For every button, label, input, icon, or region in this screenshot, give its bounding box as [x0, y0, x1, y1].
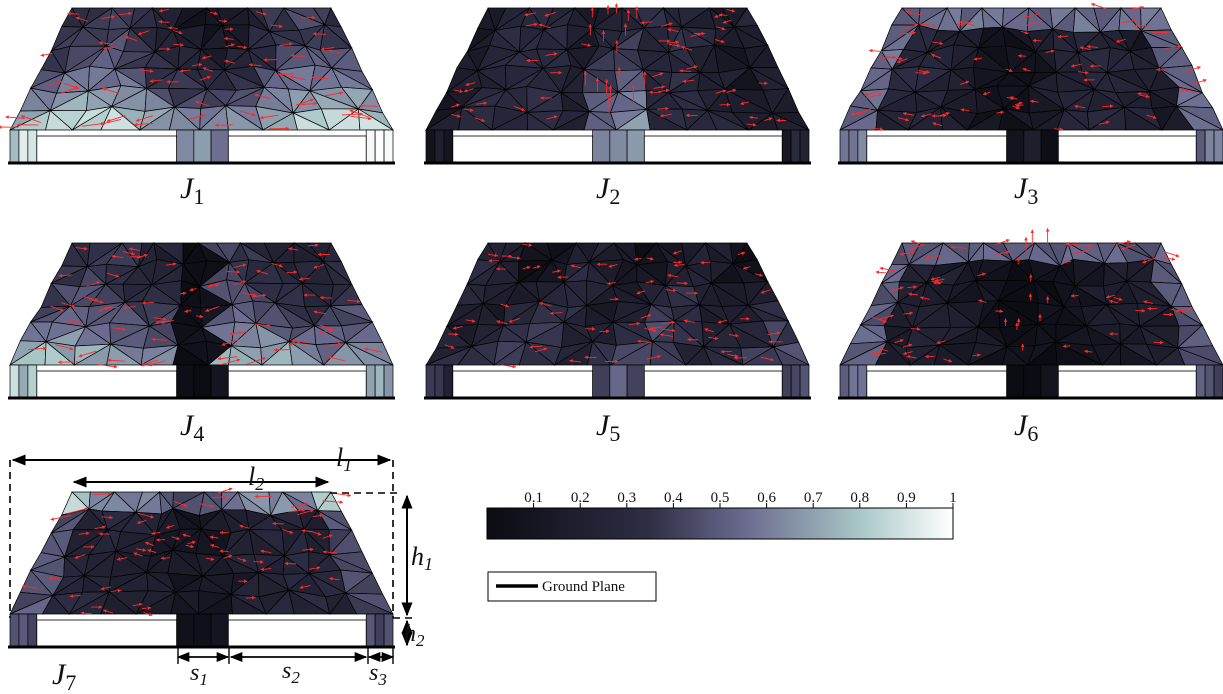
svg-text:J1: J1 [180, 172, 204, 209]
panel-J5 [424, 241, 811, 400]
panel-J7 [8, 487, 395, 649]
colorbar-tick-label: 0.7 [804, 490, 823, 506]
current-arrows-J6 [871, 227, 1191, 363]
mesh-J1 [9, 6, 395, 131]
base-J2 [424, 129, 811, 165]
panel-J6 [838, 227, 1223, 400]
svg-text:h1: h1 [411, 542, 433, 574]
mesh-J3 [839, 6, 1223, 131]
colorbar-tick-label: 0.2 [571, 490, 590, 506]
base-J4 [8, 364, 395, 400]
current-arrows-J1 [0, 8, 378, 131]
panel-J4 [8, 242, 395, 400]
svg-text:l1: l1 [336, 443, 352, 475]
mesh-J2 [424, 6, 810, 131]
svg-text:J7: J7 [52, 658, 76, 694]
dim-l2-label: l2 [248, 462, 264, 494]
colorbar-tick-label: 0.8 [850, 490, 869, 506]
svg-text:h2: h2 [404, 621, 425, 650]
colorbar-tick-label: 1 [949, 490, 957, 506]
current-arrows-J7 [21, 487, 352, 617]
colorbar-tick-label: 0.5 [711, 490, 730, 506]
panel-label-J5: J5 [596, 409, 620, 446]
panel-label-J6: J6 [1014, 409, 1038, 446]
colorbar-tick-label: 0.1 [524, 490, 543, 506]
panel-J3 [838, 3, 1223, 165]
current-arrows-J4 [28, 243, 383, 369]
svg-text:J6: J6 [1014, 409, 1038, 446]
colorbar-tick-label: 0.9 [897, 490, 916, 506]
panel-label-J2: J2 [596, 172, 620, 209]
colorbar-tick-label: 0.3 [617, 490, 636, 506]
dimension-annotations [9, 454, 414, 664]
dim-s3-label: s3 [369, 660, 387, 689]
mesh-J5 [425, 241, 810, 366]
colorbar-tick-label: 0.4 [664, 490, 683, 506]
panel-J2 [424, 3, 811, 165]
legend-box: Ground Plane [487, 571, 657, 602]
base-J1 [8, 129, 395, 165]
svg-text:s3: s3 [369, 660, 387, 689]
colorbar-gradient [486, 507, 954, 540]
svg-text:s2: s2 [282, 658, 300, 687]
panel-J1 [0, 6, 395, 165]
panel-label-J3: J3 [1014, 172, 1038, 209]
base-J6 [838, 364, 1223, 400]
colorbar-tick-label: 0.6 [757, 490, 776, 506]
dim-h1-label: h1 [411, 542, 433, 574]
svg-text:l2: l2 [248, 462, 264, 494]
mesh-J6 [839, 241, 1223, 367]
dim-l1-label: l1 [336, 443, 352, 475]
current-arrows-J2 [450, 3, 787, 127]
svg-text:J5: J5 [596, 409, 620, 446]
colorbar-ticks: 0.1 0.2 0.3 0.4 0.5 0.6 0.7 0.8 0.9 1 [524, 490, 957, 508]
current-arrows-J5 [444, 243, 783, 369]
base-J7 [8, 613, 395, 649]
base-J3 [838, 129, 1223, 165]
svg-text:J2: J2 [596, 172, 620, 209]
base-J5 [424, 364, 811, 400]
svg-text:J4: J4 [180, 409, 204, 446]
panel-label-J1: J1 [180, 172, 204, 209]
mesh-J7 [9, 490, 394, 615]
legend-label: Ground Plane [542, 579, 625, 595]
svg-text:s1: s1 [190, 660, 208, 689]
colorbar: 0.1 0.2 0.3 0.4 0.5 0.6 0.7 0.8 0.9 1 [486, 490, 957, 540]
dim-s1-label: s1 [190, 660, 208, 689]
mesh-J4 [8, 242, 394, 366]
panel-label-J7: J7 [52, 658, 76, 694]
panel-label-J4: J4 [180, 409, 204, 446]
dim-h2-label: h2 [404, 621, 425, 650]
current-arrows-J3 [850, 3, 1207, 132]
current-mode-panels [0, 3, 1223, 649]
svg-text:J3: J3 [1014, 172, 1038, 209]
dim-s2-label: s2 [282, 658, 300, 687]
